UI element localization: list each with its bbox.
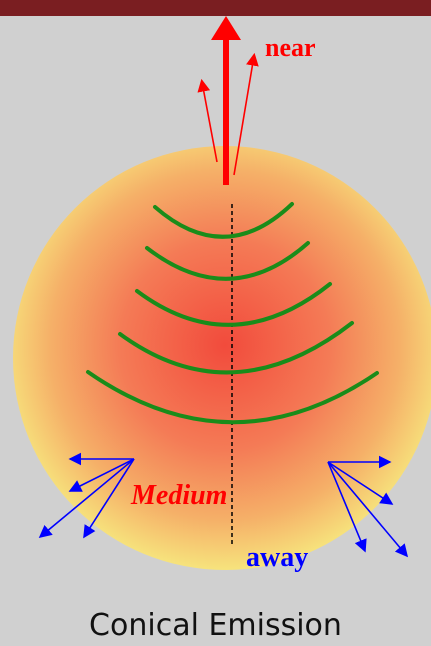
medium-label: Medium [130, 480, 227, 511]
away-label: away [246, 542, 308, 573]
near-label: near [265, 33, 316, 62]
caption: Conical Emission [0, 608, 431, 643]
